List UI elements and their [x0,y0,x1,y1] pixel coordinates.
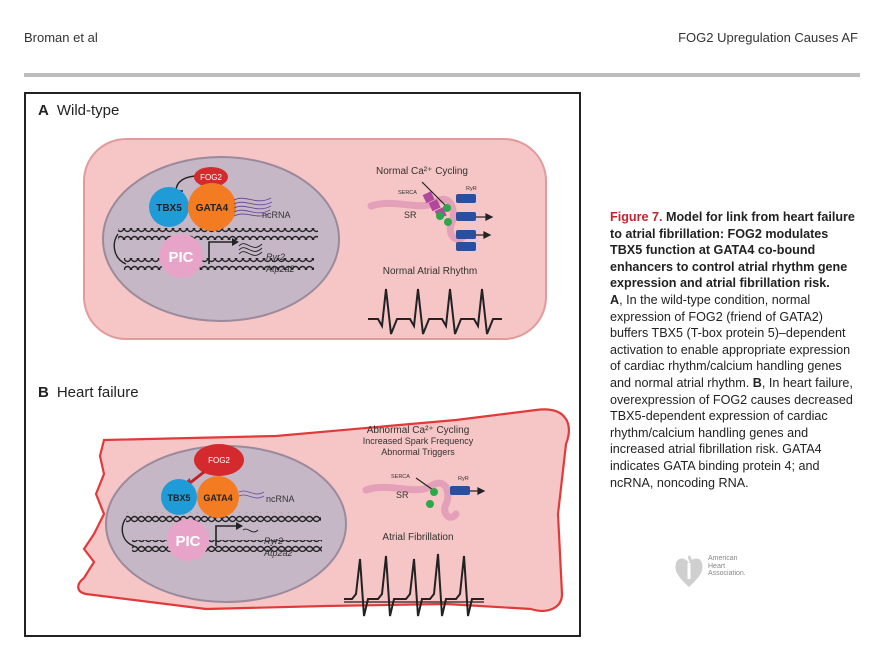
running-header-title: FOG2 Upregulation Causes AF [678,30,858,45]
ca-release-arrows-a [476,213,494,239]
dna-helix-b1 [126,512,321,524]
ca-cycling-title-a: Normal Ca²⁺ Cycling [376,166,468,177]
header-rule [24,73,860,77]
pic-label-a: PIC [168,249,193,266]
sr-label-a: SR [404,210,417,220]
panel-b-letter: B [38,384,49,401]
panel-a-letter: A [38,102,49,119]
fog2-blob-b [194,444,244,476]
fog2-label-b: FOG2 [208,456,230,465]
gene-atp2a2-a: Atp2a2 [265,264,295,274]
panel-b-title: Heart failure [56,384,139,401]
ncrna-strands-b [238,490,265,499]
gene-ryr2-b: Ryr2 [264,536,283,546]
caption-title-text: Model for link from heart failure to atr… [610,210,855,291]
tbx5-label-a: TBX5 [156,203,182,214]
ecg-af-trace [344,553,484,617]
sr-membrane-b [362,479,460,521]
sr-label-b: SR [396,490,409,500]
rhythm-label-a: Normal Atrial Rhythm [383,266,477,277]
calcium-ions-b [426,488,438,508]
panel-a-label: A Wild-type [38,102,119,119]
figure-illustration: FOG2 TBX5 GATA4 ncRNA PIC Ryr2 Atp2a2 No… [77,138,570,617]
gene-ryr2-a: Ryr2 [266,252,285,262]
pic-label-b: PIC [175,533,200,550]
ecg-normal-trace [368,288,502,335]
gata4-blob-a [188,183,236,231]
gata4-label-a: GATA4 [196,203,229,214]
gata4-label-b: GATA4 [203,493,232,503]
ca-cycling-title-b: Abnormal Ca²⁺ Cycling [367,425,470,436]
tbx5-label-b: TBX5 [167,493,190,503]
aha-logo-line2: Heart [708,562,726,570]
caption-b-label: B [752,375,762,390]
panel-a-title: Wild-type [56,102,120,119]
aha-logo: American Heart Association. [672,549,762,589]
ca-spark-label-b: Increased Spark Frequency [363,436,474,446]
caption-a-text: , In the wild-type condition, normal exp… [610,292,851,390]
pic-blob-b [167,519,209,561]
ncrna-strands-a [233,197,273,217]
ryr-channels-a [456,194,476,251]
serca-label-a: SERCA [398,190,417,196]
ncrna-label-a: ncRNA [262,210,291,220]
serca-label-b: SERCA [391,474,410,480]
mrna-strands-a [238,243,263,256]
aha-logo-text: American Heart Association. [708,555,746,578]
calcium-ions-a [436,204,452,226]
running-header-authors: Broman et al [24,30,98,45]
caption-body: A, In the wild-type condition, normal ex… [610,292,862,491]
fog2-blob-a [194,167,228,187]
dna-helix-a1 [118,228,318,240]
ryr-label-b: RyR [458,476,469,482]
caption-title: Figure 7. Model for link from heart fail… [610,209,862,292]
ca-release-arrow-b [470,487,486,495]
panel-b-label: B Heart failure [38,384,139,401]
fog2-label-a: FOG2 [200,173,222,182]
rhythm-label-b: Atrial Fibrillation [382,532,453,543]
tbx5-blob-b [161,479,197,515]
sr-membrane-a [367,196,468,243]
figure-caption: Figure 7. Model for link from heart fail… [610,209,862,491]
gata4-blob-b [197,476,239,518]
caption-b-text: , In heart failure, overexpression of FO… [610,375,853,490]
pic-blob-a [159,234,203,278]
figure-7-panel: FOG2 TBX5 GATA4 ncRNA PIC Ryr2 Atp2a2 No… [24,92,581,637]
gene-atp2a2-b: Atp2a2 [263,548,293,558]
aha-logo-line3: Association. [708,570,746,577]
dna-helix-b2 [132,540,322,552]
ncrna-label-b: ncRNA [266,494,295,504]
caption-figure-number: Figure 7. [610,210,663,224]
ryr-label-a: RyR [466,186,477,192]
ca-trigger-label-b: Abnormal Triggers [381,447,455,457]
heart-torch-icon [675,555,703,587]
aha-logo-line1: American [708,555,738,562]
ryr-channel-b [450,486,470,495]
caption-a-label: A [610,292,620,307]
tbx5-blob-a [149,187,189,227]
